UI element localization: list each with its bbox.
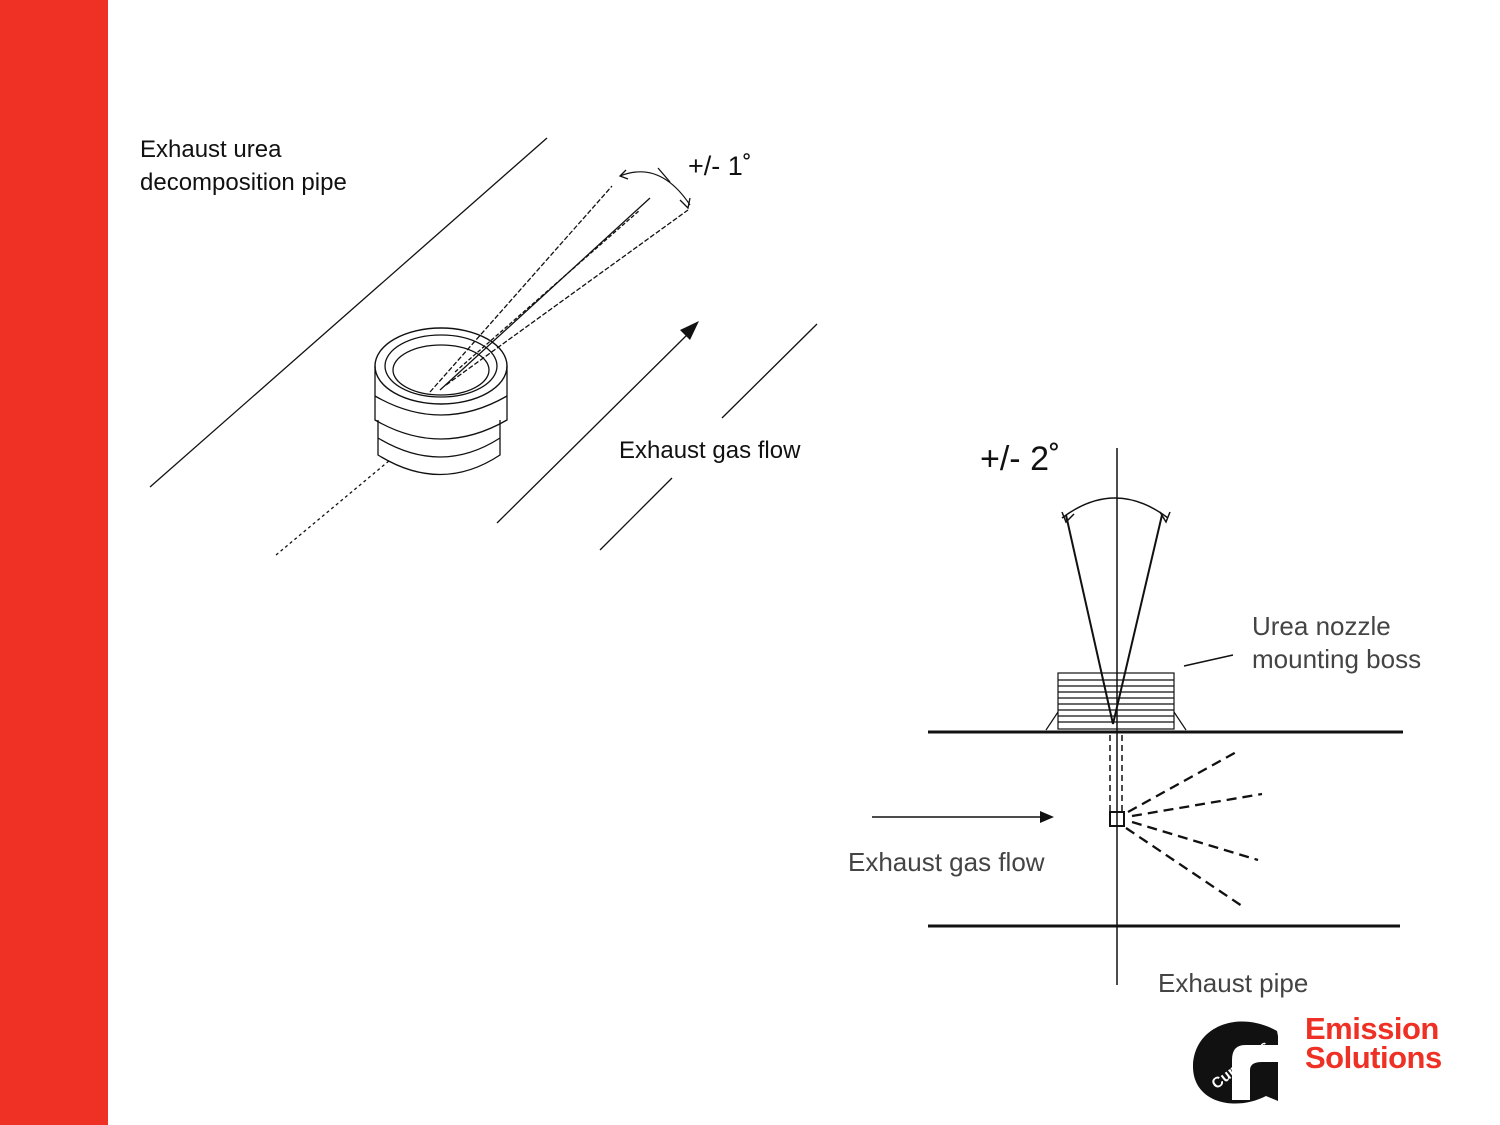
left-angle-label: +/- 1˚ <box>688 151 752 181</box>
right-pipe-diagram <box>872 448 1403 985</box>
left-angle-arc <box>619 171 691 206</box>
exhaust-pipe-label: Exhaust pipe <box>1158 968 1309 998</box>
flow-arrow-head <box>680 321 699 340</box>
pipe-upper-edge <box>149 137 548 488</box>
pipe-label-line2: decomposition pipe <box>140 169 347 196</box>
pipe-label-line1: Exhaust urea <box>140 136 282 163</box>
red-sidebar <box>0 0 108 1125</box>
left-flow-label: Exhaust gas flow <box>619 437 801 464</box>
right-flow-label: Exhaust gas flow <box>848 847 1045 877</box>
boss-leader-line <box>1183 654 1234 667</box>
boss-label-line1: Urea nozzle <box>1252 611 1391 641</box>
right-flow-arrow-head <box>1040 811 1054 823</box>
right-angle-label: +/- 2˚ <box>980 440 1061 478</box>
logo-line2: Solutions <box>1305 1040 1442 1075</box>
pipe-right-edge-lower <box>599 477 673 551</box>
left-pipe-diagram <box>149 137 818 556</box>
right-angle-arc <box>1061 497 1169 519</box>
pipe-lower-edge-dashed <box>275 459 391 556</box>
boss-label-line2: mounting boss <box>1252 644 1422 674</box>
pipe-right-edge-upper <box>721 323 818 419</box>
flow-arrow-shaft <box>496 329 693 524</box>
mounting-boss <box>1045 672 1187 731</box>
logo-line1: Emission <box>1305 1011 1439 1046</box>
cummins-logo-icon: Cummins <box>1192 1021 1278 1104</box>
logo-wordmark: Emission Solutions <box>1305 1011 1442 1075</box>
